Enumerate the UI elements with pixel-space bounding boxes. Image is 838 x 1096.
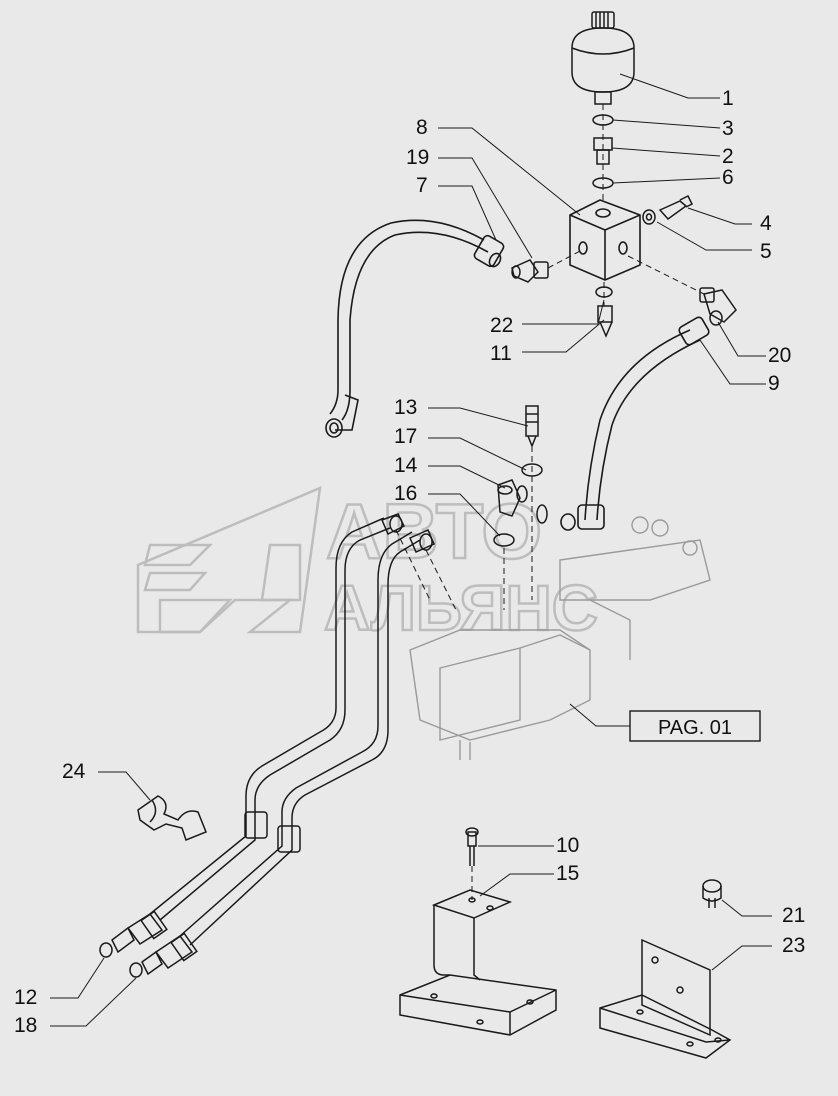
- watermark-line1: АВТО: [326, 487, 542, 575]
- label-part-2: 2: [722, 145, 734, 168]
- bracket-right: [599, 879, 732, 1059]
- label-part-24: 24: [62, 760, 86, 783]
- pipe-clip: [137, 795, 207, 841]
- label-part-8: 8: [416, 116, 428, 139]
- watermark-logo: [136, 485, 322, 634]
- label-part-1: 1: [722, 87, 734, 110]
- label-part-18: 18: [14, 1014, 37, 1037]
- label-part-13: 13: [394, 396, 417, 419]
- part-labels: 1 3 2 6 4 5 8 19 7 22 11 20 9 13 17 14 1…: [14, 87, 805, 1037]
- label-part-16: 16: [394, 482, 417, 505]
- label-part-4: 4: [760, 212, 772, 235]
- elbow-fitting-right: [699, 287, 737, 326]
- label-part-5: 5: [760, 240, 772, 263]
- label-part-20: 20: [768, 344, 791, 367]
- elbow-fitting-left: [511, 259, 549, 283]
- page-reference-box[interactable]: [629, 710, 761, 742]
- rigid-pipes: [149, 513, 435, 946]
- axis-line-right: [627, 255, 705, 295]
- axis-line-pipe2: [425, 549, 457, 611]
- label-part-15: 15: [556, 862, 579, 885]
- leader-lines: [50, 73, 772, 1027]
- label-part-19: 19: [406, 146, 429, 169]
- label-part-17: 17: [394, 425, 417, 448]
- valve-assembly-ghost: [409, 516, 711, 760]
- watermark-line2: АЛЬЯНС: [324, 572, 598, 644]
- pipe-end-fittings: [99, 910, 198, 978]
- axis-line-left: [547, 249, 583, 269]
- label-part-10: 10: [556, 834, 579, 857]
- label-part-3: 3: [722, 117, 734, 140]
- bracket-left: [399, 827, 557, 1036]
- label-part-12: 12: [14, 986, 37, 1009]
- bolt-and-washer: [642, 194, 694, 225]
- label-part-14: 14: [394, 454, 418, 477]
- label-part-9: 9: [768, 372, 780, 395]
- hose-right: [560, 316, 710, 531]
- label-part-6: 6: [722, 166, 734, 189]
- page-reference[interactable]: PAG. 01: [629, 710, 761, 742]
- axis-line-pipe1: [395, 529, 431, 601]
- connector-stack: [493, 405, 548, 547]
- label-part-7: 7: [416, 174, 428, 197]
- label-part-23: 23: [782, 934, 805, 957]
- accumulator: [571, 11, 635, 105]
- label-part-22: 22: [490, 314, 513, 337]
- label-part-11: 11: [490, 342, 512, 365]
- label-part-21: 21: [782, 904, 805, 927]
- valve-block: [569, 199, 641, 281]
- page-reference-label[interactable]: PAG. 01: [658, 717, 732, 739]
